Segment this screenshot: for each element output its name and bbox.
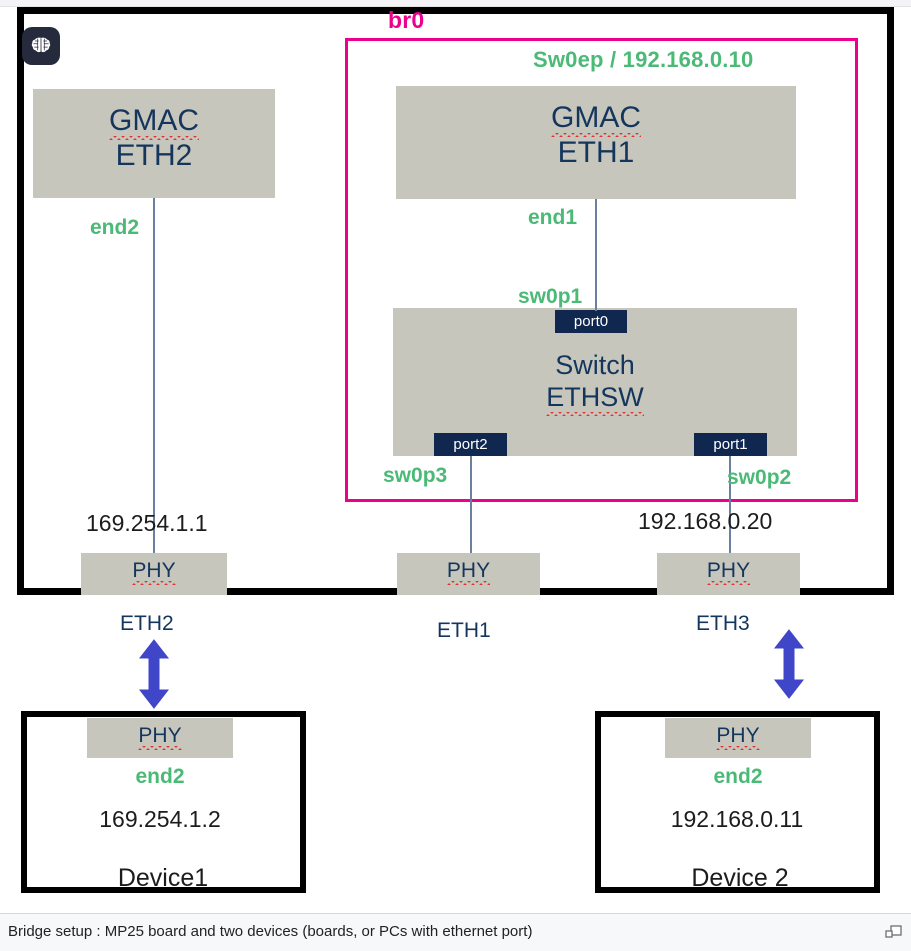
device1-ip: 169.254.1.2 bbox=[99, 806, 221, 832]
interface-label-sw0p3: sw0p3 bbox=[383, 464, 448, 487]
switch-title: Switch bbox=[555, 350, 635, 380]
link-label-eth3: ETH3 bbox=[696, 612, 750, 635]
wire-end1-to-port0 bbox=[595, 199, 597, 311]
interface-label-sw0p1: sw0p1 bbox=[518, 285, 583, 308]
br0-bridge-domain-outline bbox=[345, 38, 858, 502]
device1-name: Device1 bbox=[117, 864, 209, 892]
gmac-eth2-block: GMAC ETH2 bbox=[33, 89, 275, 198]
eth2-link-arrow-icon bbox=[138, 639, 170, 709]
device2-interface-label: end2 bbox=[713, 765, 763, 788]
board-ip-right: 192.168.0.20 bbox=[638, 508, 773, 534]
link-label-eth2: ETH2 bbox=[120, 612, 174, 635]
gmac-eth1-title: GMAC bbox=[551, 101, 641, 138]
switch-port0-badge: port0 bbox=[555, 310, 627, 333]
gmac-eth2-subtitle: ETH2 bbox=[115, 139, 193, 173]
interface-label-end2: end2 bbox=[90, 216, 140, 239]
brain-icon bbox=[31, 37, 51, 53]
device2-ip: 192.168.0.11 bbox=[670, 806, 804, 832]
switch-ethsw-block: Switch ETHSW bbox=[393, 308, 797, 456]
gmac-eth1-block: GMAC ETH1 bbox=[396, 86, 796, 199]
interface-label-sw0p2: sw0p2 bbox=[727, 466, 792, 489]
device2-phy-block: PHY bbox=[665, 718, 811, 758]
board-phy-right: PHY bbox=[657, 553, 800, 595]
wire-port1-to-phy-right bbox=[729, 456, 731, 554]
top-chrome-strip bbox=[0, 0, 911, 7]
eth3-link-arrow-icon bbox=[773, 629, 805, 699]
link-label-eth1: ETH1 bbox=[437, 619, 491, 642]
caption-bar: Bridge setup : MP25 board and two device… bbox=[0, 913, 911, 951]
wire-end2-to-phy-left bbox=[153, 198, 155, 554]
caption-text: Bridge setup : MP25 board and two device… bbox=[8, 923, 533, 940]
board-phy-left: PHY bbox=[81, 553, 227, 595]
gmac-eth2-title: GMAC bbox=[109, 104, 199, 141]
wire-port2-to-phy-middle bbox=[470, 456, 472, 554]
board-phy-middle: PHY bbox=[397, 553, 540, 595]
device2-name: Device 2 bbox=[691, 864, 789, 892]
gmac-eth1-subtitle: ETH1 bbox=[557, 136, 635, 170]
board-ip-left: 169.254.1.1 bbox=[86, 510, 208, 536]
expand-window-icon[interactable] bbox=[885, 925, 902, 940]
br0-label: br0 bbox=[388, 7, 425, 33]
interface-label-end1: end1 bbox=[528, 206, 578, 229]
switch-port1-badge: port1 bbox=[694, 433, 767, 456]
device1-phy-block: PHY bbox=[87, 718, 233, 758]
switch-port2-badge: port2 bbox=[434, 433, 507, 456]
brain-badge-button[interactable] bbox=[22, 27, 60, 65]
switch-subtitle: ETHSW bbox=[546, 381, 644, 416]
sw0ep-endpoint-label: Sw0ep / 192.168.0.10 bbox=[533, 47, 754, 72]
device1-interface-label: end2 bbox=[135, 765, 185, 788]
